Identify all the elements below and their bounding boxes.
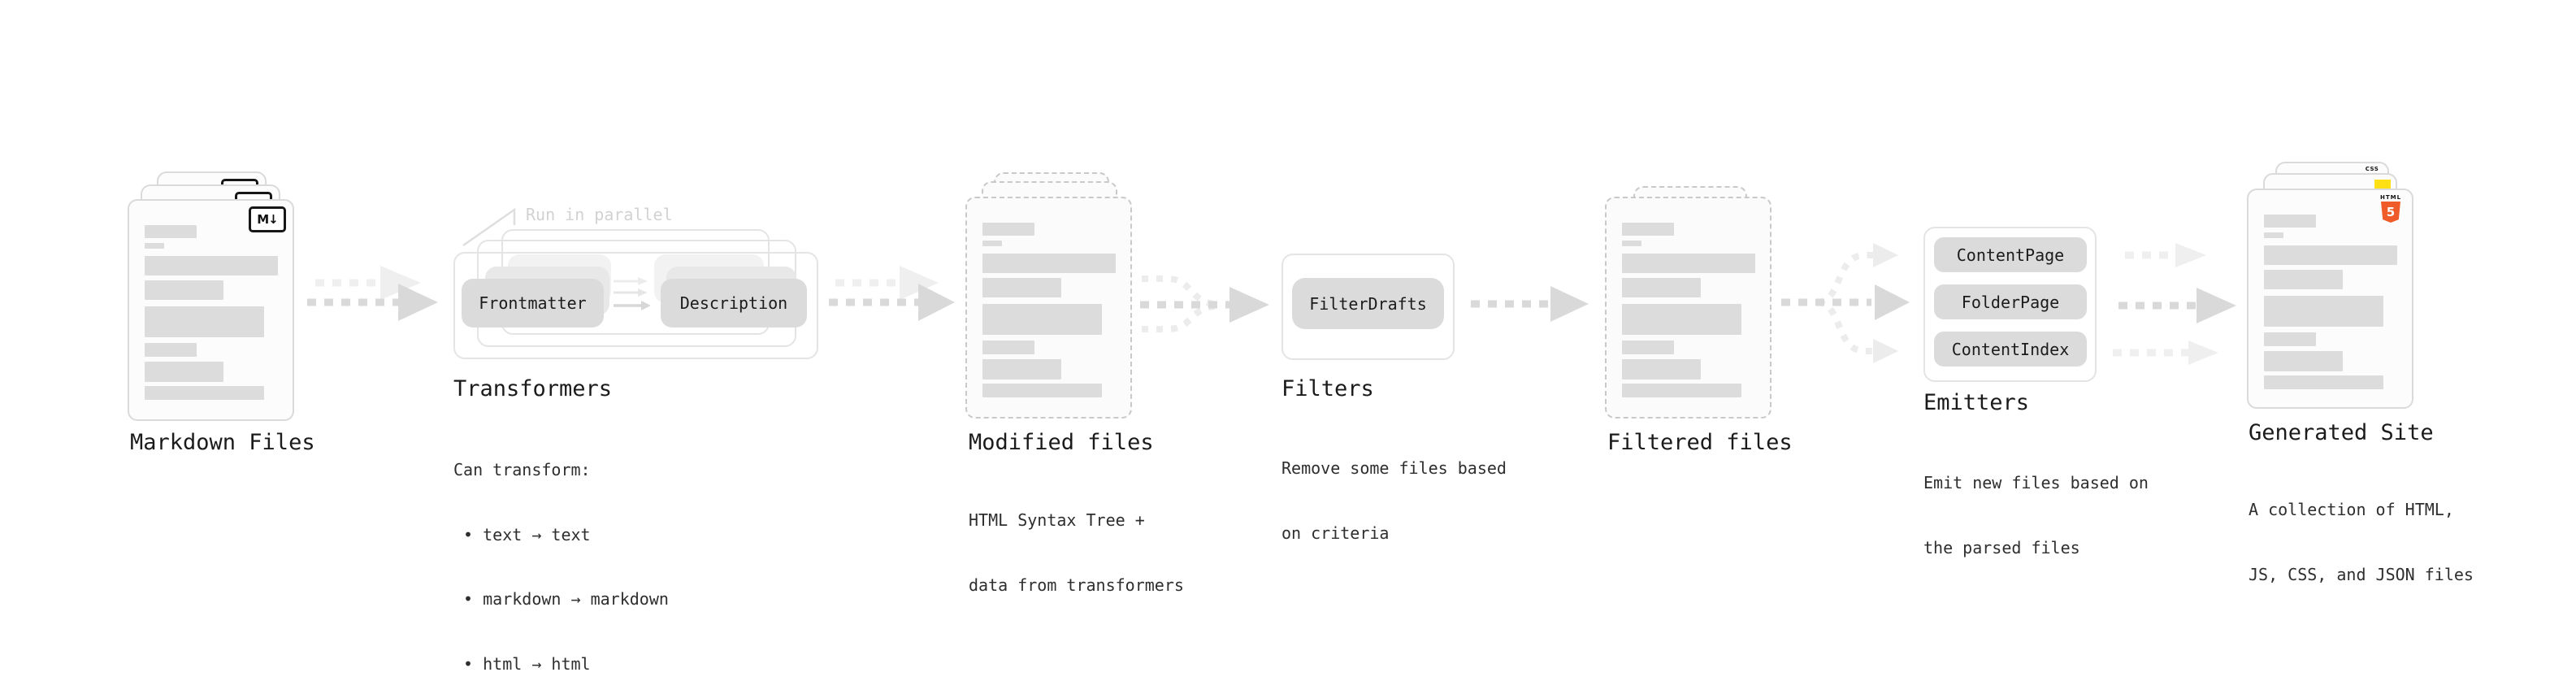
skeleton-bar [145, 243, 164, 249]
skeleton-bar [145, 362, 223, 382]
transformers-bullet: • markdown → markdown [453, 589, 669, 609]
skeleton-bar [982, 384, 1102, 397]
flow-arrow-transformers-to-modified [829, 266, 955, 321]
filters-desc-line: Remove some files based [1281, 458, 1507, 478]
parallel-arrows-icon [614, 277, 651, 310]
html5-shield: 5 [2381, 202, 2400, 223]
transformers-bullet: • html → html [453, 653, 591, 674]
filters-description: Remove some files based on criteria [1281, 414, 1507, 587]
css-badge-text: CSS [2365, 166, 2379, 172]
folderpage-chip: FolderPage [1934, 284, 2087, 319]
skeleton-bar [145, 306, 264, 337]
emitters-description: Emit new files based on the parsed files [1923, 429, 2149, 601]
skeleton-bar [2264, 232, 2283, 238]
generated-site-desc-line: JS, CSS, and JSON files [2249, 564, 2474, 584]
annotation-leader-line [462, 207, 516, 247]
modified-files-desc-line: data from transformers [969, 575, 1184, 595]
generated-site-label: Generated Site [2249, 420, 2434, 445]
filters-desc-line: on criteria [1281, 523, 1390, 543]
skeleton-bar [982, 241, 1002, 246]
filtered-files-label: Filtered files [1607, 430, 1793, 455]
transformers-desc-title: Can transform: [453, 460, 591, 479]
emitters-desc-line: the parsed files [1923, 537, 2080, 557]
skeleton-bar [982, 223, 1034, 236]
contentpage-chip: ContentPage [1934, 237, 2087, 272]
skeleton-bar [982, 278, 1061, 297]
skeleton-bar [1622, 359, 1701, 380]
filterdrafts-chip: FilterDrafts [1292, 278, 1444, 329]
modified-files-desc-line: HTML Syntax Tree + [969, 510, 1145, 530]
skeleton-bar [2264, 270, 2343, 289]
markdown-file-card: M↓ [128, 199, 294, 421]
modified-file-card [965, 197, 1132, 419]
site-card-html: HTML 5 [2247, 189, 2413, 409]
modified-files-label: Modified files [969, 430, 1154, 455]
skeleton-bar [145, 386, 264, 400]
skeleton-bar [982, 359, 1061, 380]
skeleton-bar [982, 254, 1116, 273]
skeleton-bar [2264, 296, 2383, 327]
skeleton-bar [982, 340, 1034, 354]
skeleton-bar [145, 280, 223, 300]
contentindex-chip: ContentIndex [1934, 332, 2087, 367]
modified-files-description: HTML Syntax Tree + data from transformer… [969, 466, 1184, 639]
skeleton-bar [1622, 278, 1701, 297]
filtered-file-card [1605, 197, 1772, 419]
markdown-files-label: Markdown Files [130, 430, 315, 455]
transformers-label: Transformers [453, 376, 613, 401]
skeleton-bar [2264, 332, 2316, 346]
skeleton-bar [1622, 223, 1674, 236]
description-chip: Description [661, 279, 807, 327]
emitters-label: Emitters [1923, 390, 2030, 415]
skeleton-bar [2264, 375, 2383, 389]
skeleton-bar [2264, 351, 2343, 371]
skeleton-bar [1622, 254, 1755, 273]
flow-arrow-filters-to-filtered [1471, 286, 1589, 322]
js-badge [2374, 180, 2391, 189]
run-in-parallel-note: Run in parallel [526, 205, 673, 224]
generated-site-description: A collection of HTML, JS, CSS, and JSON … [2249, 456, 2474, 628]
frontmatter-chip: Frontmatter [462, 279, 604, 327]
flow-arrow-markdown-to-transformers [307, 266, 438, 321]
skeleton-bar [1622, 384, 1741, 397]
skeleton-bar [1622, 304, 1741, 335]
skeleton-bar [2264, 245, 2397, 265]
flow-arrow-modified-to-filters [1140, 275, 1269, 332]
skeleton-bar [1622, 340, 1674, 354]
skeleton-bar [2264, 215, 2316, 228]
skeleton-bar [1622, 241, 1641, 246]
markdown-logo-icon: M↓ [249, 206, 286, 232]
filters-label: Filters [1281, 376, 1374, 401]
skeleton-bar [982, 304, 1102, 335]
skeleton-bar [145, 225, 197, 238]
flow-arrows-emitters-to-site [2113, 243, 2236, 365]
transformer-box [453, 252, 818, 359]
html5-word: HTML [2380, 194, 2402, 201]
skeleton-bar [145, 256, 278, 275]
emitters-desc-line: Emit new files based on [1923, 473, 2149, 492]
html5-logo-icon: HTML 5 [2380, 194, 2401, 223]
generated-site-desc-line: A collection of HTML, [2249, 500, 2454, 519]
skeleton-bar [145, 343, 197, 357]
flow-arrow-filtered-to-emitters [1781, 243, 1910, 363]
transformers-description: Can transform: • text → text • markdown … [453, 416, 669, 681]
transformers-bullet: • text → text [453, 524, 591, 544]
html5-number: 5 [2386, 205, 2396, 219]
